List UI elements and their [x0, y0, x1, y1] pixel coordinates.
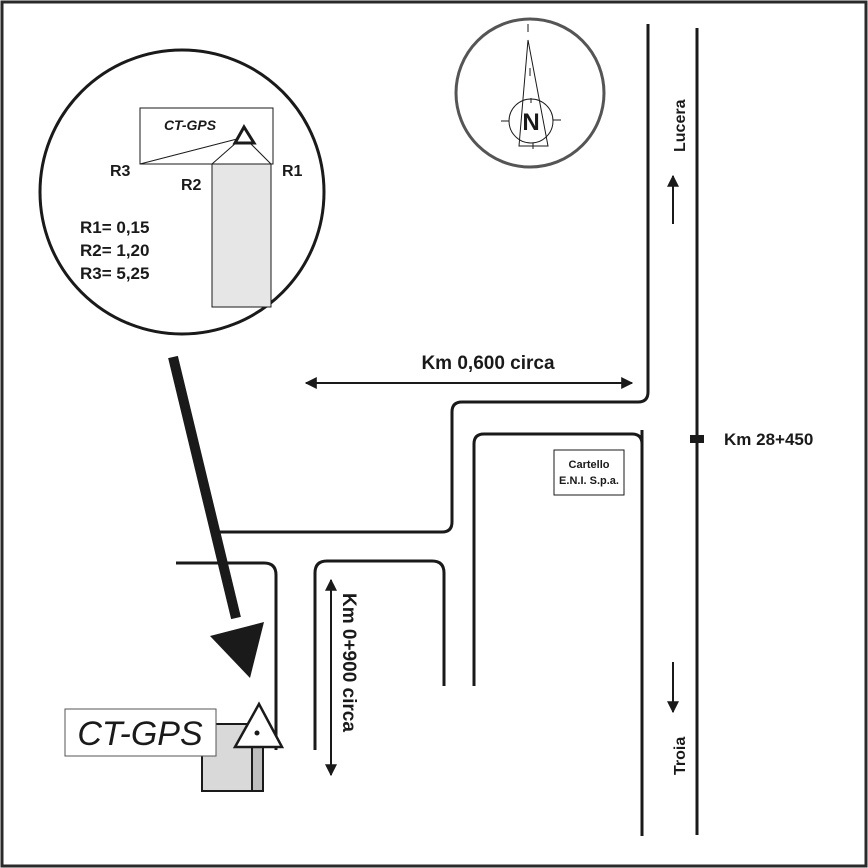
- milestone-label: Km 28+450: [724, 430, 813, 449]
- gps-triangle-icon: [232, 701, 285, 749]
- compass-ring: [454, 17, 606, 169]
- direction-north-label: Lucera: [672, 99, 689, 152]
- measurement-r2: R2= 1,20: [80, 241, 149, 260]
- station-label-box: [64, 708, 217, 757]
- eni-sign-box: [553, 449, 625, 496]
- station-label: CT-GPS: [77, 715, 203, 753]
- gps-point-icon: [254, 730, 260, 736]
- inset-gps-triangle-icon: [232, 124, 257, 145]
- r1-label: R1: [282, 163, 303, 180]
- direction-south-label: Troia: [672, 737, 689, 775]
- measurement-r3: R3= 5,25: [80, 264, 149, 283]
- measurement-r1: R1= 0,15: [80, 218, 149, 237]
- north-arrow-icon: [501, 24, 561, 149]
- detail-inset: CT-GPS R3 R2 R1 R1= 0,15 R2= 1,20 R3= 5,…: [38, 48, 326, 336]
- inset-building: [211, 163, 272, 308]
- compass-letter: N: [522, 109, 539, 136]
- milestone-marker-icon: [690, 435, 704, 443]
- compass: N: [454, 17, 606, 169]
- side-road: [176, 432, 644, 750]
- r3-line: [139, 138, 238, 165]
- r2-line: [211, 141, 238, 165]
- inset-station-label: CT-GPS: [164, 117, 217, 133]
- eni-sign-line1: Cartello: [569, 459, 610, 471]
- main-road: [218, 24, 699, 836]
- horizontal-distance-label: Km 0,600 circa: [421, 353, 555, 374]
- eni-sign-line2: E.N.I. S.p.a.: [559, 475, 619, 487]
- r3-label: R3: [110, 163, 131, 180]
- pointer-arrow-icon: [168, 355, 264, 678]
- vertical-distance-label: Km 0+900 circa: [338, 593, 359, 732]
- r2-label: R2: [181, 177, 202, 194]
- r1-line: [248, 141, 272, 165]
